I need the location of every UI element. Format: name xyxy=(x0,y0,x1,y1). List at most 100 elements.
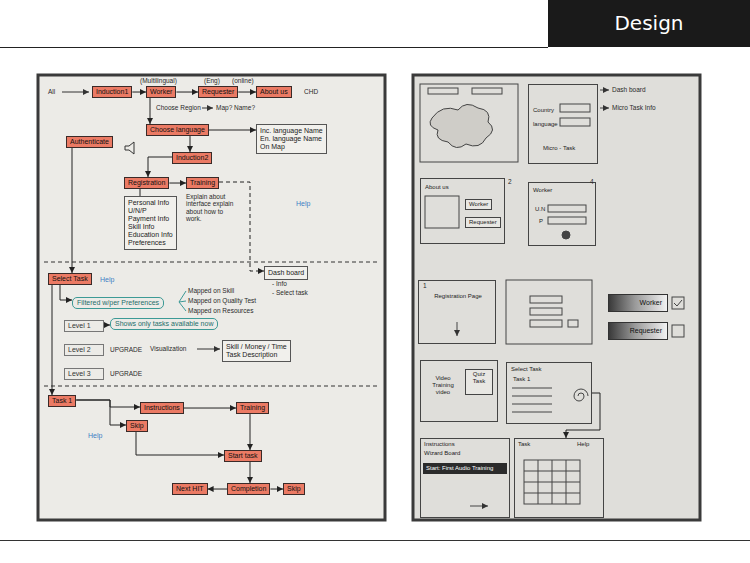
wireframe-photo xyxy=(413,75,700,520)
annotation: UPGRADE xyxy=(110,346,142,353)
flow-connector xyxy=(238,92,256,93)
login-button xyxy=(562,231,570,239)
scribble-spiral xyxy=(574,389,588,401)
annotation: Map? Name? xyxy=(216,104,255,111)
node-text: Skip xyxy=(130,422,144,430)
node-text: Level 3 xyxy=(68,370,100,378)
node-text: language xyxy=(533,121,558,128)
annotation: UPGRADE xyxy=(110,370,142,377)
annotation: Explain about interface explain about ho… xyxy=(186,193,236,223)
annotation: Choose Region xyxy=(156,104,201,111)
process-box: Select Task xyxy=(48,273,92,285)
process-box: Skip xyxy=(283,483,305,495)
callout-arrow xyxy=(600,90,609,91)
input-field xyxy=(560,104,590,112)
flow-connector xyxy=(176,92,198,93)
help-note: Help xyxy=(296,200,310,208)
annotation: 1 xyxy=(423,282,427,289)
wireframe-panel: WorkerU.NP xyxy=(528,182,596,246)
node-text: Task 1 xyxy=(513,376,530,383)
node-text: Worker xyxy=(469,201,488,208)
node-text: Personal Info xyxy=(128,199,173,207)
section-divider xyxy=(44,386,380,387)
node-text: Select Task xyxy=(52,275,88,283)
annotation: Dash board xyxy=(612,86,646,93)
annotation: - Select task xyxy=(272,289,308,296)
annotation: (Eng) xyxy=(204,77,220,84)
checkbox-icon xyxy=(672,325,684,337)
node-text: Training xyxy=(190,179,215,187)
node-text: Help xyxy=(577,441,589,448)
flow-connector xyxy=(566,393,600,438)
wireframe-panel: Video Training video Quiz Task xyxy=(420,360,498,422)
map-panel xyxy=(420,84,518,162)
wireframe-panel: TaskHelp xyxy=(514,438,604,518)
wireframe-button: Quiz Task xyxy=(465,369,493,395)
flow-connector xyxy=(72,148,73,273)
node-text: Skill / Money / Time xyxy=(226,343,287,351)
process-box: Choose language xyxy=(146,124,209,136)
flow-connector xyxy=(184,408,236,409)
annotation: 4 xyxy=(590,178,594,185)
node-text: Education Info xyxy=(128,231,173,239)
node-text: Skip xyxy=(287,485,301,493)
region-arrow xyxy=(202,108,213,109)
info-box: Skill / Money / TimeTask Description xyxy=(222,340,291,362)
wireframe-panel: About us WorkerRequester xyxy=(420,178,505,244)
process-box: Registration xyxy=(124,177,169,189)
next-arrow xyxy=(470,506,488,507)
node-text: Requester xyxy=(469,219,497,226)
node-text: Country xyxy=(533,107,554,114)
task-grid xyxy=(524,460,580,504)
info-box: Inc. language NameEn. language NameOn Ma… xyxy=(256,124,327,154)
node-text: Start task xyxy=(228,452,258,460)
node-text: Skill Info xyxy=(128,223,173,231)
title-bar xyxy=(548,0,750,47)
process-box: Authenticate xyxy=(66,136,113,148)
list-line xyxy=(512,388,552,389)
annotation: All xyxy=(48,88,55,95)
node-text: Worker xyxy=(150,88,172,96)
flow-connector xyxy=(270,489,283,490)
node-text: Quiz Task xyxy=(469,371,489,385)
process-box: Induction2 xyxy=(172,152,212,164)
node-text: Worker xyxy=(609,299,662,307)
world-map-sketch xyxy=(430,104,493,147)
node-text: About us xyxy=(260,88,288,96)
role-button: Worker xyxy=(608,294,668,312)
node-text: Instructions xyxy=(144,404,180,412)
submit-button xyxy=(568,320,578,327)
help-note: Help xyxy=(88,432,102,440)
node-text: Training xyxy=(240,404,265,412)
node-text: Video Training video xyxy=(425,375,461,396)
footer-rule xyxy=(0,540,750,541)
node-text: Worker xyxy=(533,187,552,194)
annotation: Micro Task Info xyxy=(612,104,656,111)
process-box: Requester xyxy=(198,86,238,98)
input-field xyxy=(560,118,590,126)
wireframe-sketch-marks xyxy=(420,84,684,506)
annotation: Mapped on Skill xyxy=(188,287,234,294)
flow-connector xyxy=(208,489,227,490)
wireframe-panel: Registration Page xyxy=(418,280,496,344)
node-text: About us xyxy=(425,184,449,191)
node-text: Registration Page xyxy=(433,293,483,300)
flow-connector xyxy=(209,130,256,131)
checkbox-icon xyxy=(672,297,684,309)
wireframe-panel: CountrylanguageMicro - Task xyxy=(528,84,598,164)
flow-connector xyxy=(76,400,126,425)
input-field xyxy=(548,217,586,224)
flow-connector xyxy=(136,432,224,455)
level-box: Level 3 xyxy=(64,368,104,380)
node-text: Authenticate xyxy=(70,138,109,146)
list-line xyxy=(512,404,552,405)
flow-connector xyxy=(219,182,264,271)
node-text: U.N xyxy=(535,206,545,213)
process-box: About us xyxy=(256,86,292,98)
node-text: Completion xyxy=(231,485,266,493)
wireframe-panel: Select TaskTask 1 xyxy=(506,362,592,424)
annotation: CHD xyxy=(304,88,318,95)
node-text: Requester xyxy=(609,327,662,335)
grid-line xyxy=(538,460,539,504)
